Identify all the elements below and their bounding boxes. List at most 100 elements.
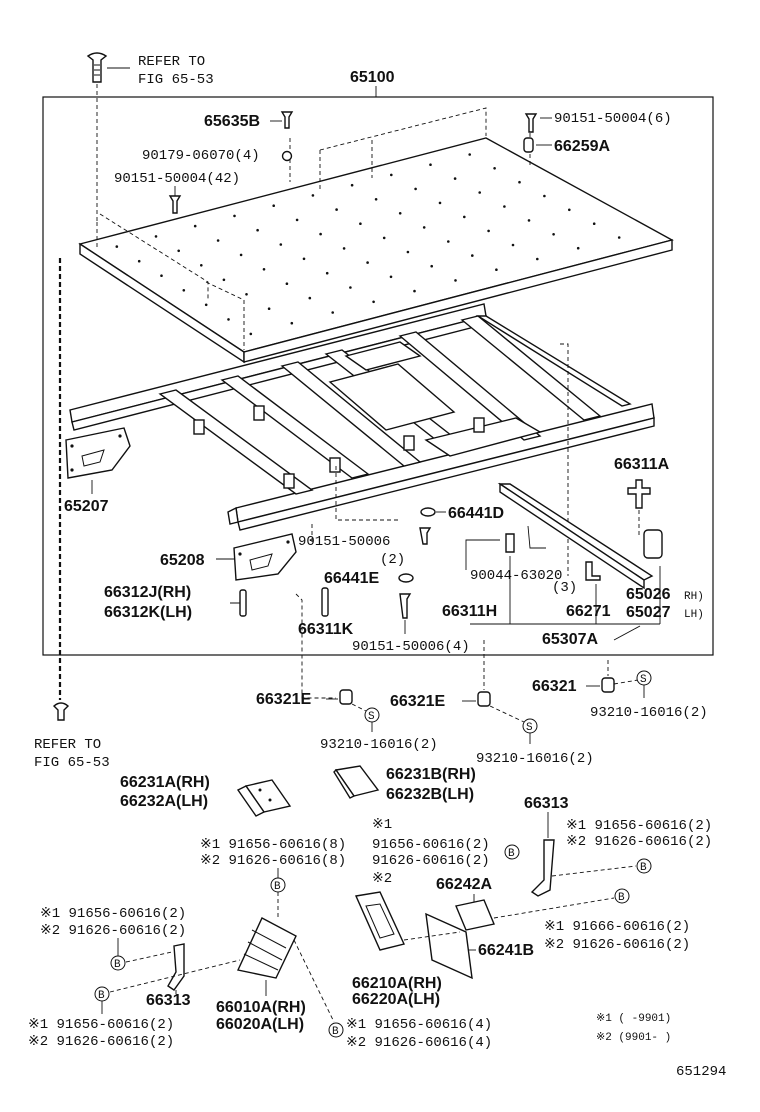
rivet-dot — [177, 249, 180, 253]
label-65207: 65207 — [64, 498, 109, 515]
grommet-icon — [420, 507, 436, 517]
clip-icon — [523, 137, 534, 153]
rivet-dot — [617, 236, 621, 239]
rivet-dot — [319, 232, 322, 236]
svg-text:B: B — [640, 862, 647, 874]
rivet-dot — [429, 163, 432, 166]
svg-text:B: B — [332, 1026, 339, 1038]
rivet-dot — [302, 257, 306, 261]
label-66241b: 66241B — [478, 942, 534, 959]
label-66312k: 66312K(LH) — [104, 604, 192, 621]
rivet-dot — [359, 222, 362, 225]
rivet-dot — [267, 307, 271, 311]
rivet-dot — [468, 153, 472, 156]
hinge-bracket — [236, 779, 292, 817]
floor-frame — [69, 303, 655, 531]
label-90044b: (3) — [552, 580, 577, 596]
rivet-dot — [406, 250, 410, 254]
screw-icon — [168, 195, 182, 214]
legend-1: ※1 ( -9901) — [596, 1013, 671, 1025]
bolt-icon — [86, 52, 108, 83]
note-1f: ※1 91656-60616(2) — [28, 1017, 174, 1033]
rivet-dot — [413, 289, 416, 293]
rivet-dot — [349, 286, 352, 289]
label-66311k: 66311K — [298, 621, 354, 638]
label-90179: 90179-06070(4) — [142, 148, 260, 164]
rivet-dot — [311, 194, 315, 197]
rivet-dot — [285, 282, 289, 286]
note-1b: ※1 — [372, 817, 392, 833]
rivet-dot — [245, 293, 248, 296]
rivet-dot — [256, 228, 259, 232]
label-90044: 90044-63020 — [470, 568, 562, 584]
pin-icon — [321, 587, 329, 617]
rivet-dot — [222, 278, 226, 282]
label-66441d: 66441D — [448, 505, 504, 522]
rivet-dot — [454, 279, 457, 282]
rivet-dot — [295, 218, 299, 222]
rivet-dot — [536, 257, 539, 261]
note-1c: ※1 91656-60616(2) — [566, 818, 712, 834]
label-66271: 66271 — [566, 603, 611, 620]
rivet-dot — [279, 243, 283, 246]
floor-panel — [78, 137, 674, 364]
svg-text:S: S — [526, 722, 533, 734]
b-circle-icon — [614, 888, 630, 904]
rivet-dot — [576, 246, 580, 250]
rivet-dot — [204, 303, 208, 307]
label-90151-42: 90151-50004(42) — [114, 171, 240, 187]
rivet-dot — [447, 240, 450, 243]
svg-text:B: B — [508, 848, 515, 860]
hinge-bracket — [333, 765, 380, 799]
bracket-66210a — [354, 891, 405, 951]
rivet-dot — [390, 173, 393, 177]
label-90151-2b: (2) — [380, 552, 405, 568]
label-66312j: 66312J(RH) — [104, 584, 191, 601]
strap-66313 — [167, 943, 185, 991]
rivet-dot — [216, 239, 220, 242]
rivet-dot — [389, 275, 393, 279]
label-90151-6: 90151-50004(6) — [554, 111, 672, 127]
bracket-65208 — [233, 533, 297, 581]
rivet-dot — [592, 222, 596, 225]
clip-icon — [627, 479, 651, 509]
svg-text:B: B — [274, 881, 281, 893]
label-66313-r: 66313 — [524, 795, 569, 812]
label-65635b: 65635B — [204, 113, 260, 130]
label-66321e-2: 66321E — [390, 693, 445, 710]
label-66321: 66321 — [532, 678, 577, 695]
rivet-dot — [382, 236, 386, 240]
rivet-dot — [233, 214, 236, 218]
assembly-frame — [42, 96, 714, 656]
rivet-dot — [568, 208, 571, 212]
rivet-dot — [193, 224, 197, 228]
note-1g: ※1 91656-60616(4) — [346, 1017, 492, 1033]
rivet-dot — [182, 289, 186, 292]
b-circle-icon — [504, 844, 520, 860]
note-2a: ※2 91626-60616(8) — [200, 853, 346, 869]
rivet-dot — [471, 254, 474, 257]
note-1d: ※1 91656-60616(2) — [40, 906, 186, 922]
rivet-dot — [154, 235, 158, 238]
label-66232a: 66232A(LH) — [120, 793, 208, 810]
label-65027: 65027 — [626, 604, 671, 621]
note-2e: ※2 91626-60616(2) — [544, 937, 690, 953]
rivet-dot — [350, 183, 354, 187]
rivet-dot — [262, 268, 266, 271]
rivet-dot — [463, 215, 466, 219]
rivet-dot — [137, 259, 141, 263]
note-2c: ※2 91626-60616(2) — [566, 834, 712, 850]
rivet-dot — [372, 300, 375, 304]
rivet-dot — [527, 219, 531, 222]
rivet-dot — [487, 229, 490, 233]
rivet-dot — [493, 167, 496, 170]
refer-left-line2: FIG 65-53 — [34, 755, 110, 771]
main-part-number: 65100 — [350, 69, 395, 86]
pin-icon — [230, 589, 247, 617]
refer-left-line1: REFER TO — [34, 737, 101, 753]
rivet-dot — [503, 205, 506, 208]
note-2g: ※2 91626-60616(4) — [346, 1035, 492, 1051]
label-66231b: 66231B(RH) — [386, 766, 476, 783]
label-66259a: 66259A — [554, 138, 610, 155]
